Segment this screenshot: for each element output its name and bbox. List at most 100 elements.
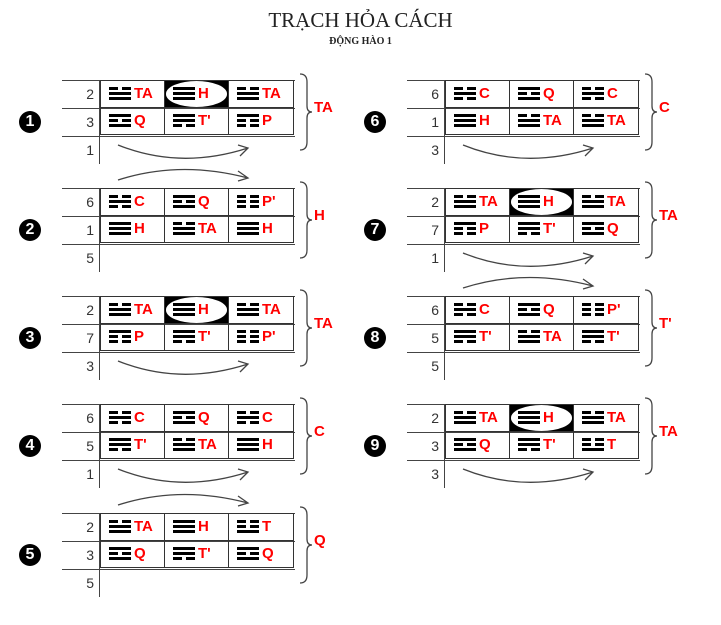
trigram-icon — [582, 411, 604, 425]
trigram-cell: T — [574, 432, 638, 459]
column-divider — [99, 80, 100, 164]
trigram-line — [582, 227, 604, 231]
trigram-icon — [454, 411, 476, 425]
trigram-icon — [109, 222, 131, 236]
trigram-line — [518, 92, 540, 96]
trigram-line — [582, 114, 604, 118]
trigram-line — [582, 205, 604, 209]
trigram-line — [454, 119, 476, 123]
trigram-line — [173, 195, 195, 199]
trigram-cell: Q — [165, 405, 229, 432]
row-divider — [62, 216, 295, 217]
trigram-label: TA — [479, 409, 498, 427]
trigram-cell: T' — [165, 323, 229, 350]
trigram-line — [454, 222, 476, 226]
trigram-line — [173, 335, 195, 339]
trigram-line — [173, 438, 195, 442]
trigram-icon — [518, 330, 540, 344]
trigram-line — [173, 330, 195, 334]
panel-number-badge: 8 — [364, 327, 386, 349]
trigram-label: H — [262, 220, 273, 238]
trigram-icon — [173, 303, 195, 317]
trigram-line — [237, 222, 259, 226]
row-divider — [62, 136, 295, 137]
trigram-line — [454, 438, 476, 442]
trigram-label: T' — [543, 220, 556, 238]
trigram-line — [173, 552, 195, 556]
trigram-line — [109, 525, 131, 529]
trigram-label: T' — [134, 436, 147, 454]
trigram-line — [173, 232, 195, 236]
trigram-line — [582, 195, 604, 199]
trigram-label: Q — [134, 112, 146, 130]
row-number: 2 — [86, 86, 94, 102]
trigram-line — [518, 443, 540, 447]
row-divider — [407, 352, 640, 353]
trigram-label: Q — [543, 301, 555, 319]
trigram-icon — [173, 438, 195, 452]
trigram-cell: P — [229, 108, 293, 135]
row-number: 5 — [431, 358, 439, 374]
trigram-icon — [454, 114, 476, 128]
trigram-icon — [109, 520, 131, 534]
trigram-cell: P — [101, 323, 165, 350]
brace-icon — [644, 397, 658, 475]
trigram-line — [237, 227, 259, 231]
trigram-icon — [237, 195, 259, 209]
trigram-line — [582, 443, 604, 447]
trigram-line — [454, 303, 476, 307]
trigram-line — [109, 448, 131, 452]
trigram-line — [173, 97, 195, 101]
trigram-line — [454, 205, 476, 209]
trigram-line — [109, 227, 131, 231]
panel-number-badge: 9 — [364, 435, 386, 457]
panel-overlay — [117, 397, 313, 483]
row-number: 5 — [86, 250, 94, 266]
trigram-line — [582, 200, 604, 204]
trigram-label: Q — [479, 436, 491, 454]
trigram-line — [454, 227, 476, 231]
trigram-line — [237, 313, 259, 317]
trigram-line — [109, 416, 131, 420]
panel-overlay — [462, 181, 658, 267]
trigram-line — [582, 222, 604, 226]
trigram-icon — [173, 222, 195, 236]
trigram-line — [454, 448, 476, 452]
trigram-line — [109, 114, 131, 118]
panel-overlay — [117, 289, 313, 375]
trigram-cell: TA — [229, 297, 293, 324]
trigram-cell: TA — [165, 215, 229, 242]
curved-arrow-icon — [117, 468, 250, 483]
trigram-line — [518, 205, 540, 209]
trigram-cell: P' — [229, 324, 293, 351]
trigram-line — [518, 335, 540, 339]
trigram-cell: P' — [229, 189, 293, 216]
row-divider — [62, 460, 295, 461]
trigram-line — [518, 340, 540, 344]
trigram-line — [237, 87, 259, 91]
trigram-cell: Q — [101, 540, 165, 567]
column-divider — [444, 80, 445, 164]
row-number: 6 — [86, 194, 94, 210]
trigram-icon — [582, 438, 604, 452]
curved-arrow-icon — [117, 144, 250, 159]
trigram-line — [109, 92, 131, 96]
trigram-label: TA — [607, 409, 626, 427]
trigram-label: TA — [543, 112, 562, 130]
panel-number-badge: 1 — [19, 111, 41, 133]
trigram-icon — [454, 195, 476, 209]
row-number: 3 — [86, 358, 94, 374]
trigram-icon — [518, 411, 540, 425]
trigram-line — [518, 303, 540, 307]
trigram-line — [237, 340, 259, 344]
trigram-line — [173, 119, 195, 123]
row-divider — [62, 108, 295, 109]
trigram-line — [173, 557, 195, 561]
trigram-line — [454, 421, 476, 425]
trigram-line — [454, 200, 476, 204]
trigram-icon — [237, 520, 259, 534]
brace-icon — [299, 397, 313, 475]
